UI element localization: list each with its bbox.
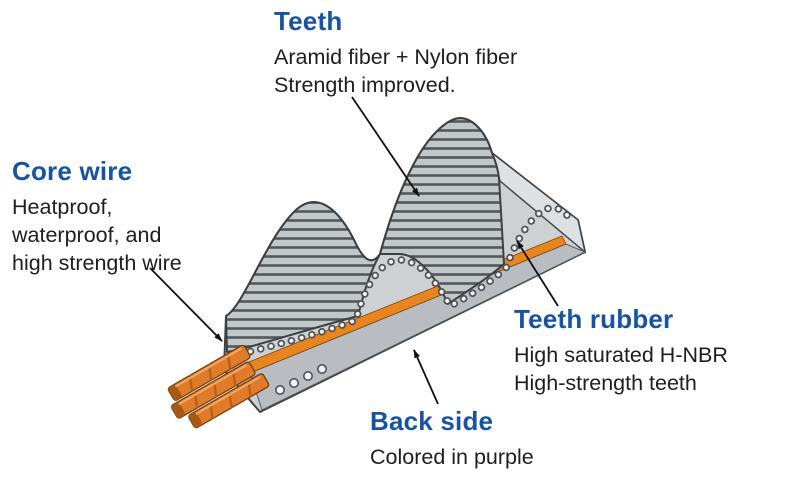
back-side-arrow [413, 349, 439, 405]
core-wire [171, 361, 256, 419]
core-wire-arrow [149, 267, 223, 342]
teeth-label-line: Strength improved. [274, 73, 456, 97]
teeth-rubber-label: Teeth rubber High saturated H-NBR High-s… [514, 304, 728, 397]
teeth-label-title: Teeth [274, 6, 343, 36]
teeth-section [225, 117, 505, 353]
core-wire-label-line: waterproof, and [12, 223, 162, 247]
fabric-dots [236, 204, 576, 395]
teeth-rubber-arrow [516, 240, 559, 307]
core-wire-label-line: Heatproof, [12, 195, 113, 219]
back-fabric-dots [274, 363, 327, 395]
core-wire [188, 373, 270, 429]
teeth-label-line: Aramid fiber + Nylon fiber [274, 45, 518, 69]
back-side-label-line: Colored in purple [370, 445, 534, 469]
teeth-arrow [351, 96, 420, 197]
callout-arrows [149, 96, 559, 405]
back-side-label-title: Back side [370, 406, 494, 436]
teeth-rubber-label-line: High-strength teeth [514, 371, 697, 395]
teeth-label: Teeth Aramid fiber + Nylon fiber Strengt… [274, 6, 517, 99]
core-wire-label-line: high strength wire [12, 251, 182, 275]
core-wire [167, 344, 251, 401]
teeth-rubber-label-line: High saturated H-NBR [514, 343, 728, 367]
teeth-rubber-label-title: Teeth rubber [514, 304, 674, 334]
core-wire-label-title: Core wire [12, 156, 133, 186]
core-wires [167, 344, 270, 429]
back-side-label: Back side Colored in purple [370, 406, 534, 471]
core-wire-label: Core wire Heatproof, waterproof, and hig… [12, 156, 182, 277]
